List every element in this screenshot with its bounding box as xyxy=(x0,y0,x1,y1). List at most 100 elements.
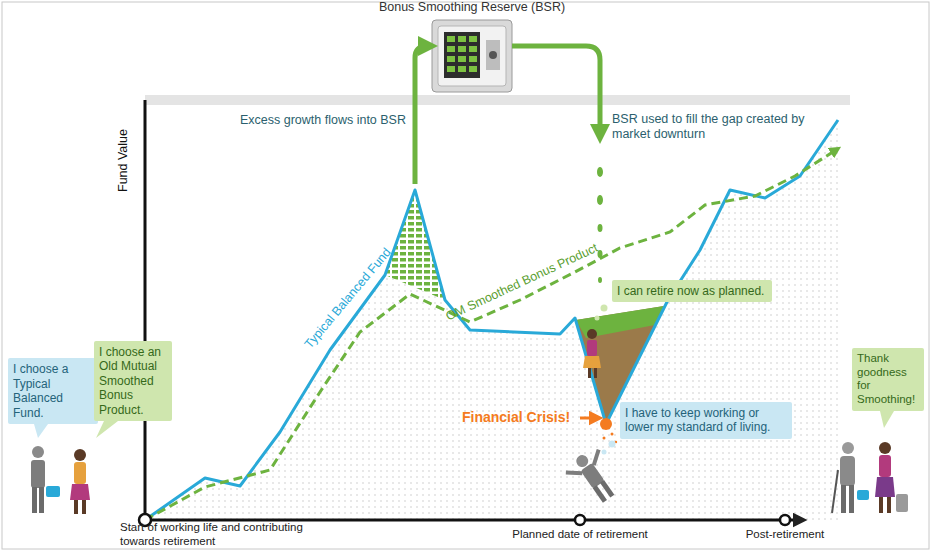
bubble-text: I choose an Old Mutual Smoothed Bonus Pr… xyxy=(99,345,167,417)
illustration-part xyxy=(597,167,603,177)
thought-bubble: I can retire now as planned. xyxy=(612,280,772,302)
illustration-part xyxy=(31,446,60,513)
illustration-part xyxy=(611,433,614,436)
illustration-part xyxy=(603,437,606,440)
illustration-part xyxy=(595,316,600,321)
illustration-part xyxy=(32,446,44,458)
illustration-part xyxy=(469,66,477,72)
illustration-part xyxy=(447,36,477,72)
illustration-part xyxy=(842,442,854,454)
illustration-part xyxy=(447,36,455,42)
event-label: Financial Crisis! xyxy=(462,409,570,426)
illustration-part xyxy=(469,36,477,42)
illustration-part xyxy=(879,442,891,454)
illustration-part xyxy=(841,485,846,513)
illustration-part xyxy=(74,500,78,514)
illustration-part xyxy=(432,20,512,92)
illustration-part xyxy=(840,456,855,486)
illustration-part xyxy=(875,477,895,497)
axis-label: Fund Value xyxy=(116,128,131,191)
illustration-part xyxy=(583,329,601,378)
illustration-part xyxy=(486,40,500,70)
illustration-part xyxy=(447,66,455,72)
illustration-part xyxy=(82,500,86,514)
illustration-part xyxy=(32,487,37,513)
illustration-part xyxy=(444,32,480,78)
flow-label: BSR used to fill the gap created by mark… xyxy=(612,112,842,142)
illustration-part xyxy=(609,441,616,448)
illustration-part xyxy=(880,411,894,428)
reserve-safe: Bonus Smoothing Reserve (BSR) xyxy=(372,0,572,94)
illustration-part xyxy=(70,449,90,514)
illustration-part xyxy=(600,480,614,498)
axis-label: Start of working life and contributing t… xyxy=(120,521,330,549)
illustration-part xyxy=(31,460,45,488)
illustration-part xyxy=(145,519,800,522)
illustration-part xyxy=(597,195,603,205)
illustration-part xyxy=(145,120,838,520)
illustration-part xyxy=(447,46,455,52)
illustration-part xyxy=(602,450,607,455)
speech-bubble: I choose a Typical Balanced Fund. xyxy=(8,358,98,424)
illustration-part xyxy=(458,56,466,62)
illustration-part xyxy=(581,463,605,489)
flow-label: Excess growth flows into BSR xyxy=(180,113,406,128)
illustration-part xyxy=(580,417,596,420)
illustration-part xyxy=(583,356,601,368)
illustration-part xyxy=(597,167,603,283)
illustration-part xyxy=(34,424,48,438)
illustration-part xyxy=(566,465,582,481)
illustration-part xyxy=(74,449,86,461)
illustration-part xyxy=(458,46,466,52)
illustration-part xyxy=(70,484,90,500)
illustration-part xyxy=(588,450,604,466)
illustration-part xyxy=(575,515,585,525)
axis-label: Planned date of retirement xyxy=(500,528,660,542)
bubble-text: I choose a Typical Balanced Fund. xyxy=(13,362,93,420)
illustration-part xyxy=(96,421,118,438)
illustration-part xyxy=(879,455,891,477)
illustration-part xyxy=(887,497,891,513)
illustration-part xyxy=(587,340,597,356)
illustration-part xyxy=(458,36,466,42)
bubble-text: I can retire now as planned. xyxy=(617,284,767,298)
illustration-part xyxy=(601,305,608,312)
illustration-part xyxy=(512,46,600,134)
thought-bubble: I have to keep working or lower my stand… xyxy=(620,402,792,439)
illustration-part xyxy=(588,368,591,378)
illustration-part xyxy=(458,66,466,72)
bubble-text: I have to keep working or lower my stand… xyxy=(625,406,787,435)
illustration-part xyxy=(594,368,597,378)
illustration-part xyxy=(415,46,428,184)
illustration-part xyxy=(46,486,60,497)
illustration-part xyxy=(145,118,840,520)
illustration-part xyxy=(857,490,869,500)
illustration-part xyxy=(598,224,603,232)
illustration-part xyxy=(849,485,854,513)
illustration-part xyxy=(469,56,477,62)
illustration-part xyxy=(469,46,477,52)
illustration-part xyxy=(447,56,455,62)
illustration-part xyxy=(896,494,908,512)
illustration-part xyxy=(587,329,597,339)
speech-bubble: I choose an Old Mutual Smoothed Bonus Pr… xyxy=(94,341,172,421)
speech-bubble: Thank goodness for Smoothing! xyxy=(852,348,924,411)
axis-label: Post-retirement xyxy=(735,528,835,542)
illustration-part xyxy=(832,470,838,513)
illustration-part xyxy=(832,442,908,513)
illustration-part xyxy=(438,26,506,86)
illustration-part xyxy=(145,150,836,520)
illustration-part xyxy=(598,277,602,283)
illustration-part xyxy=(74,462,86,484)
illustration-part xyxy=(145,95,850,105)
illustration-part xyxy=(562,445,625,511)
reserve-heading: Bonus Smoothing Reserve (BSR) xyxy=(372,0,572,14)
illustration-part xyxy=(489,51,497,59)
illustration-part xyxy=(144,100,147,520)
illustration-part xyxy=(879,497,883,513)
bubble-text: Thank goodness for Smoothing! xyxy=(857,352,919,407)
illustration-part xyxy=(39,487,44,513)
illustration-part xyxy=(600,418,612,430)
